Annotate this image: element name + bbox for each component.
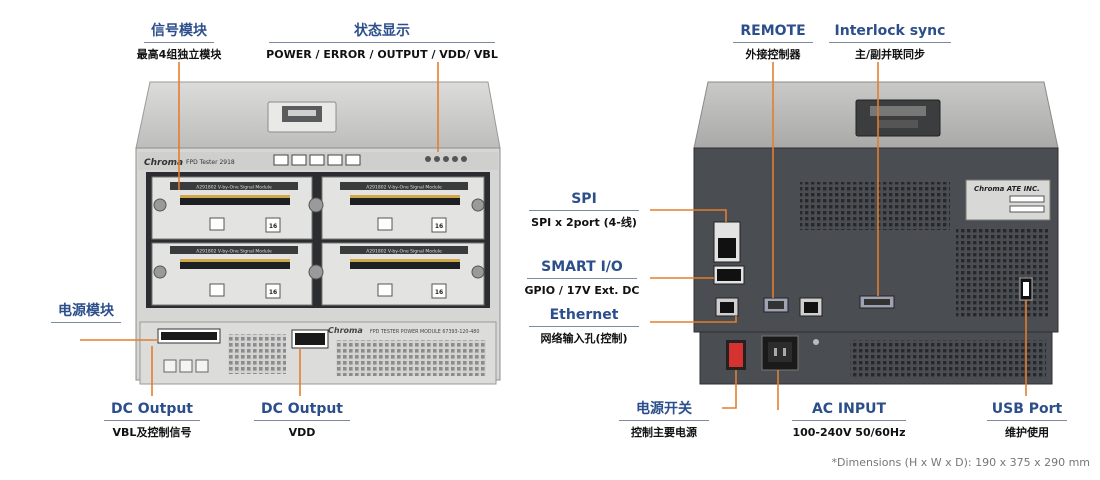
- module-badge-3: 16: [269, 289, 277, 296]
- callout-spi: SPI SPI x 2port (4-线): [524, 190, 644, 230]
- status-display-subtitle: POWER / ERROR / OUTPUT / VDD/ VBL: [266, 48, 498, 61]
- top-handle: [267, 101, 337, 133]
- module-title-2: A291802 V-by-One Signal Module: [366, 185, 442, 191]
- signal-module-title: 信号模块: [151, 23, 207, 39]
- usb-port-connector: [1019, 277, 1033, 301]
- module-title-1: A291802 V-by-One Signal Module: [196, 185, 272, 191]
- rear-brand-logo: Chroma ATE INC.: [974, 185, 1040, 193]
- dc-output-vbl-subtitle: VBL及控制信号: [112, 426, 192, 439]
- callout-status-display: 状态显示 POWER / ERROR / OUTPUT / VDD/ VBL: [262, 22, 502, 62]
- leader-lines: [80, 62, 1027, 410]
- callout-ac-input: AC INPUT 100-240V 50/60Hz: [786, 400, 912, 440]
- dimensions-footnote: *Dimensions (H x W x D): 190 x 375 x 290…: [831, 456, 1090, 469]
- spi-connector: [713, 221, 741, 263]
- module-title-3: A291802 V-by-One Signal Module: [196, 249, 272, 255]
- front-device: Chroma FPD Tester 2918 A291802 V-by-One …: [135, 81, 501, 385]
- ac-inlet: [761, 335, 799, 371]
- module-title-4: A291802 V-by-One Signal Module: [366, 249, 442, 255]
- leader-spi: [650, 209, 727, 222]
- signal-module-1: A291802 V-by-One Signal Module 16: [151, 176, 313, 240]
- front-model-text: FPD Tester 2918: [186, 159, 235, 166]
- callout-power-module: 电源模块: [44, 302, 128, 323]
- usb-port-title: USB Port: [991, 401, 1063, 417]
- dc-output-vbl-title: DC Output: [110, 401, 193, 417]
- ethernet-title: Ethernet: [549, 307, 619, 323]
- callout-usb-port: USB Port 维护使用: [980, 400, 1074, 440]
- callout-signal-module: 信号模块 最高4组独立模块: [134, 22, 224, 62]
- callout-interlock-sync: Interlock sync 主/副并联同步: [824, 22, 956, 62]
- spi-subtitle: SPI x 2port (4-线): [531, 216, 637, 229]
- ac-input-title: AC INPUT: [811, 401, 887, 417]
- rear-power-vent: [850, 340, 1046, 378]
- dc-output-vdd-subtitle: VDD: [288, 426, 316, 439]
- power-switch-title: 电源开关: [636, 401, 692, 417]
- front-brand-logo: Chroma: [144, 158, 183, 168]
- remote-port: [763, 297, 789, 313]
- power-vent-left: [228, 334, 286, 374]
- vdd-connector: [291, 329, 329, 349]
- remote-subtitle: 外接控制器: [745, 48, 801, 61]
- callout-ethernet: Ethernet 网络输入孔(控制): [524, 306, 644, 346]
- power-switch-red: [726, 340, 746, 370]
- remote-title: REMOTE: [740, 23, 806, 39]
- rear-label-plate: Chroma ATE INC.: [965, 179, 1051, 221]
- interlock-connector: [859, 295, 895, 309]
- callout-smart-io: SMART I/O GPIO / 17V Ext. DC: [520, 258, 644, 298]
- smart-io-connector: [713, 265, 745, 285]
- usb-port-subtitle: 维护使用: [1005, 426, 1049, 439]
- signal-module-3: A291802 V-by-One Signal Module 16: [151, 242, 313, 306]
- signal-module-4: A291802 V-by-One Signal Module 16: [308, 242, 485, 306]
- callout-remote: REMOTE 外接控制器: [726, 22, 820, 62]
- vbl-connector: [157, 328, 221, 344]
- rear-vent-top: [800, 182, 950, 230]
- rear-vent-right: [956, 228, 1048, 318]
- signal-module-2: A291802 V-by-One Signal Module 16: [308, 176, 485, 240]
- power-vent-right: [336, 340, 486, 376]
- ethernet-port: [715, 297, 739, 317]
- ac-input-subtitle: 100-240V 50/60Hz: [792, 426, 906, 439]
- dc-output-vdd-title: DC Output: [260, 401, 343, 417]
- status-display-title: 状态显示: [354, 23, 410, 39]
- spi-title: SPI: [571, 191, 597, 207]
- module-badge-4: 16: [435, 289, 443, 296]
- power-module-title: 电源模块: [58, 303, 114, 319]
- rear-top-handle: [855, 99, 941, 137]
- signal-module-subtitle: 最高4组独立模块: [136, 48, 222, 61]
- smart-io-title: SMART I/O: [541, 259, 623, 275]
- module-badge-2: 16: [435, 223, 443, 230]
- leader-power-switch: [722, 370, 737, 409]
- lan-port-2: [799, 297, 823, 317]
- power-brand-logo: Chroma: [328, 326, 363, 335]
- module-badge-1: 16: [269, 223, 277, 230]
- callout-power-switch: 电源开关 控制主要电源: [612, 400, 716, 440]
- power-module-text: FPD TESTER POWER MODULE 67393-120-480: [370, 329, 479, 335]
- smart-io-subtitle: GPIO / 17V Ext. DC: [524, 284, 640, 297]
- leader-ethernet: [650, 316, 737, 323]
- callout-dc-output-vbl: DC Output VBL及控制信号: [96, 400, 208, 440]
- interlock-title: Interlock sync: [834, 23, 946, 39]
- callout-dc-output-vdd: DC Output VDD: [246, 400, 358, 440]
- certification-badges: [273, 154, 361, 166]
- ethernet-subtitle: 网络输入孔(控制): [540, 332, 628, 345]
- interlock-subtitle: 主/副并联同步: [854, 48, 926, 61]
- ground-screw: [813, 339, 819, 345]
- power-switch-subtitle: 控制主要电源: [631, 426, 697, 439]
- status-led-row: [425, 156, 467, 162]
- power-panel-icons: [163, 359, 209, 373]
- rear-device: Chroma ATE INC.: [693, 81, 1059, 385]
